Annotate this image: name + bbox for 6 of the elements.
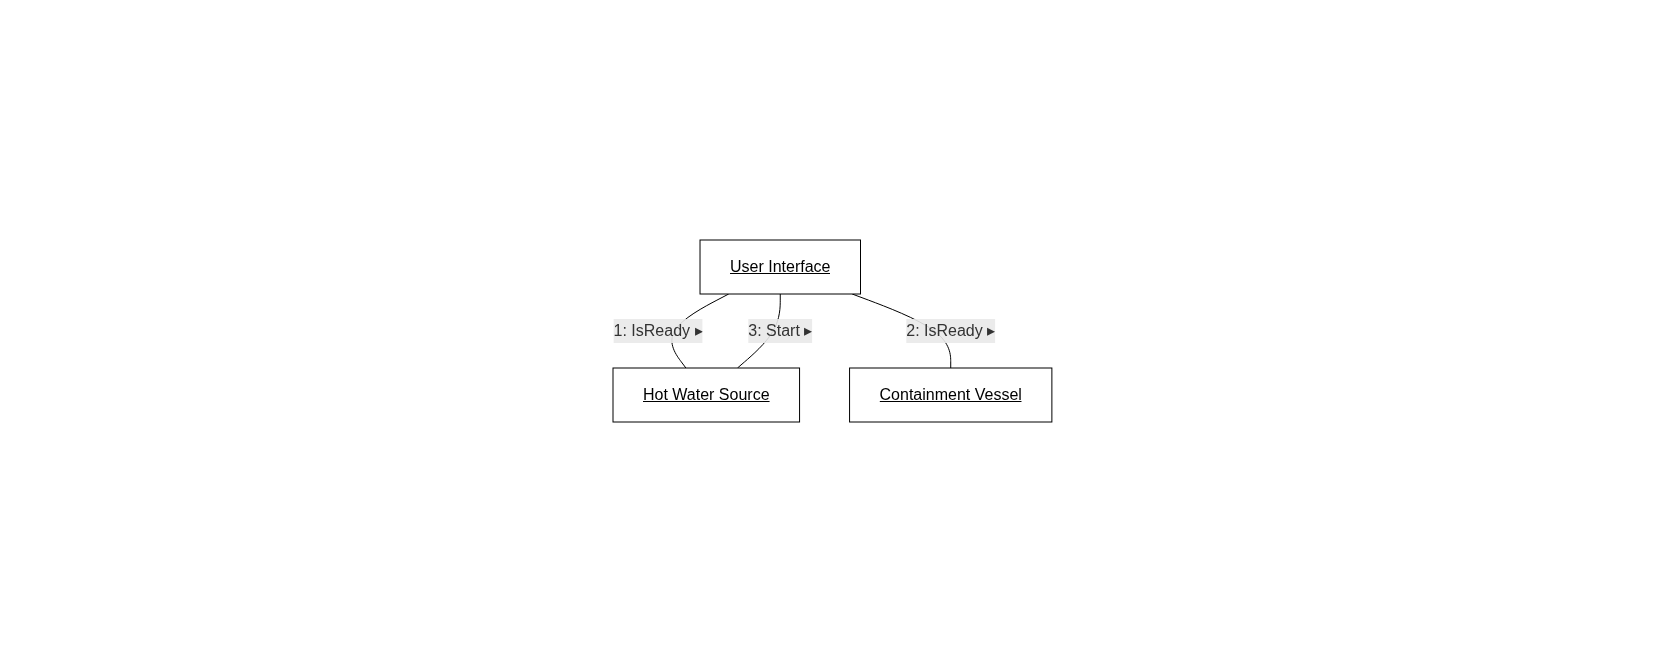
edge-label: 1: IsReady ▸ — [613, 322, 703, 339]
edge-label: 2: IsReady ▸ — [905, 322, 995, 339]
node-box: Hot Water Source — [612, 367, 800, 423]
node-box: User Interface — [699, 239, 861, 295]
edge-label: 3: Start ▸ — [747, 322, 812, 339]
node-box: Containment Vessel — [848, 367, 1052, 423]
